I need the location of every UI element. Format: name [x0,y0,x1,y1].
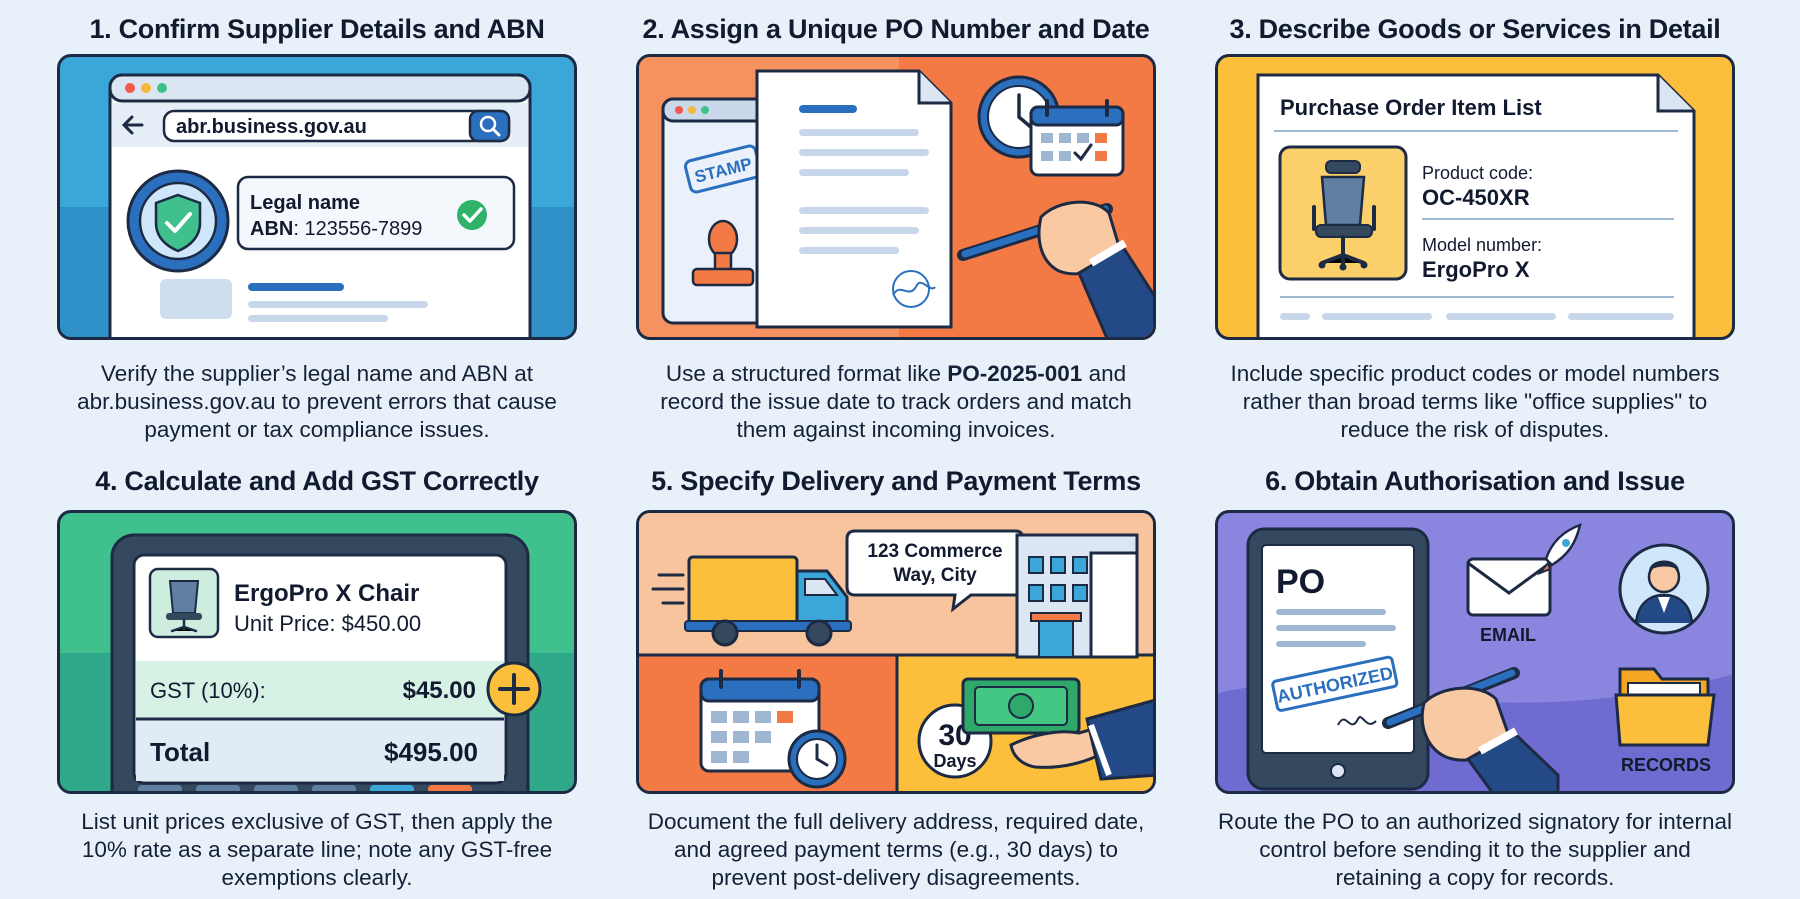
step-3-panel: Purchase Order Item List Product code: O… [1215,54,1735,340]
records-label: RECORDS [1621,755,1711,775]
shield-check-icon [126,169,230,273]
step-4-panel: ErgoPro X Chair Unit Price: $450.00 GST … [57,510,577,794]
back-arrow-icon[interactable] [121,115,144,135]
step-4-title: 4. Calculate and Add GST Correctly [95,466,539,496]
step-5-panel: 123 Commerce Way, City [636,510,1156,794]
stamp-icon [691,219,755,287]
step-2-caption-text-b: and record the issue date to track order… [660,361,1132,442]
abn-label: ABN [250,218,293,240]
office-chair-icon [1312,160,1376,271]
pen-hand-icon [1382,667,1560,791]
url-text: abr.business.gov.au [176,116,367,138]
total-label: Total [150,737,210,767]
total-value: $495.00 [384,737,478,767]
step-5-title: 5. Specify Delivery and Payment Terms [651,466,1141,496]
step-2-title: 2. Assign a Unique PO Number and Date [642,14,1150,44]
office-chair-icon [166,580,202,633]
legal-name-label: Legal name [250,192,360,214]
pen-hand-icon [957,200,1153,337]
gst-value: $45.00 [403,677,476,704]
days-label: Days [933,751,976,771]
person-avatar-icon [1618,543,1710,635]
email-icon [1466,557,1552,617]
step-2-caption: Use a structured format like PO-2025-001… [636,360,1156,444]
step-1-title: 1. Confirm Supplier Details and ABN [89,14,545,44]
delivery-truck-icon [651,555,852,647]
abn-value: : 123556-7899 [293,218,422,240]
rocket-icon [1536,523,1582,576]
gst-unit-price: Unit Price: $450.00 [234,611,421,636]
step-2-panel: STAMP [636,54,1156,340]
address-line-1: 123 Commerce [867,541,1002,562]
cash-hand-icon [961,677,1153,781]
abn-line: ABN: 123556-7899 [250,218,422,240]
step-2-caption-text-a: Use a structured format like [665,361,948,386]
step-3-title: 3. Describe Goods or Services in Detail [1229,14,1721,44]
building-icon [1015,533,1139,659]
step-6-panel: PO AUTHORIZED [1215,510,1735,794]
po-label: PO [1276,563,1325,601]
email-label: EMAIL [1480,625,1536,645]
item-list-heading: Purchase Order Item List [1280,95,1542,120]
model-number-label: Model number: [1422,235,1542,255]
model-number-value: ErgoPro X [1422,257,1530,282]
step-4-caption: List unit prices exclusive of GST, then … [81,809,553,890]
step-5-caption: Document the full delivery address, requ… [647,809,1145,890]
tablet-icon [1246,527,1430,791]
folder-icon [1614,667,1716,747]
step-1-caption: Verify the supplier’s legal name and ABN… [77,361,557,442]
gst-label: GST (10%): [150,678,266,703]
check-circle-icon [457,200,487,230]
product-code-value: OC-450XR [1422,185,1530,210]
calendar-icon [1029,99,1125,177]
plus-icon [486,661,542,717]
calendar-icon [699,669,821,773]
product-code-label: Product code: [1422,163,1533,183]
gst-item-name: ErgoPro X Chair [234,580,419,607]
step-3-caption: Include specific product codes or model … [1230,361,1720,442]
step-2-caption-po-example: PO-2025-001 [947,361,1083,386]
step-6-title: 6. Obtain Authorisation and Issue [1265,466,1685,496]
search-icon[interactable] [479,115,501,137]
address-line-2: Way, City [893,565,977,586]
clock-icon [787,729,847,789]
step-6-caption: Route the PO to an authorized signatory … [1217,809,1733,890]
step-1-panel: abr.business.gov.au Legal name ABN: 1235… [57,54,577,340]
